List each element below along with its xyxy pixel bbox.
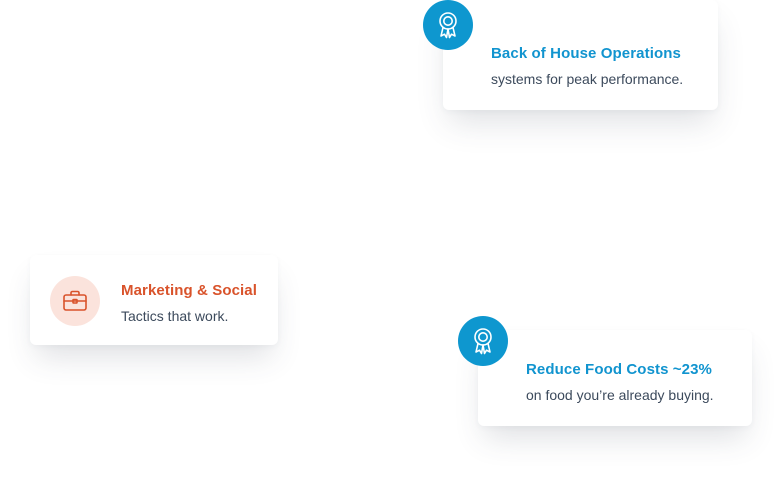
card-title-marketing: Marketing & Social [121,282,258,299]
briefcase-icon [50,276,100,326]
award-ribbon-icon [458,316,508,366]
card-back-of-house [443,0,718,110]
card-subtitle-food-costs: on food you’re already buying. [526,387,714,403]
award-ribbon-icon [423,0,473,50]
card-subtitle-back-of-house: systems for peak performance. [491,71,684,87]
card-food-costs [478,330,752,426]
card-title-food-costs: Reduce Food Costs ~23% [526,361,712,378]
card-title-back-of-house: Back of House Operations [491,45,681,62]
card-subtitle-marketing: Tactics that work. [121,308,229,324]
